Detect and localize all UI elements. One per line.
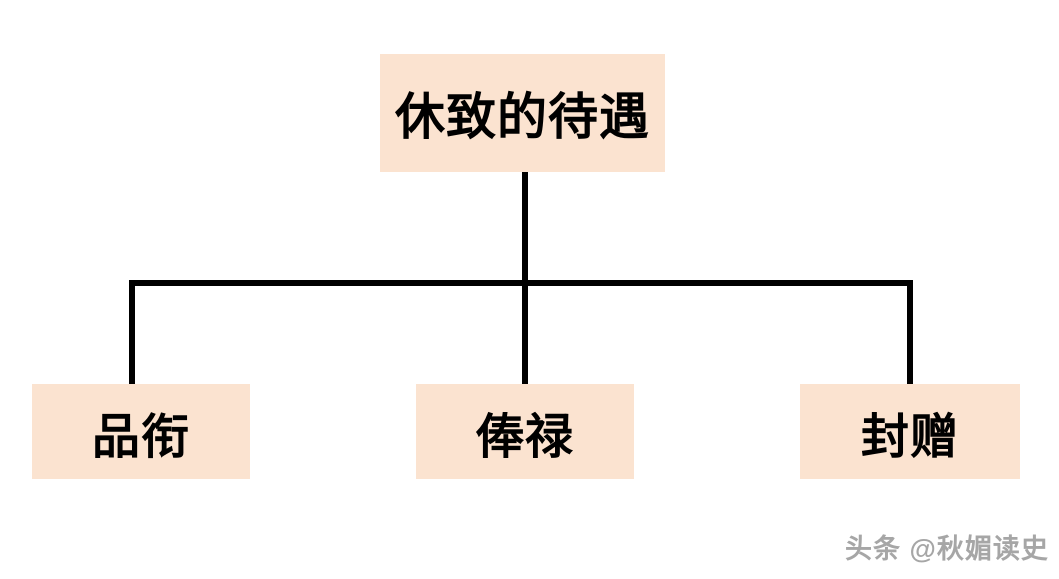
node-child-fengzeng: 封赠	[800, 384, 1020, 479]
connector-drop-left	[129, 280, 135, 384]
connector-drop-center	[522, 280, 528, 384]
connector-root-stem	[522, 172, 528, 286]
node-child-fenglu: 俸禄	[416, 384, 634, 479]
connector-horizontal-bar	[129, 280, 913, 286]
watermark-text: 头条 @秋媚读史	[845, 534, 1049, 564]
node-child-pinxian: 品衔	[32, 384, 250, 479]
node-root: 休致的待遇	[380, 54, 665, 172]
connector-drop-right	[907, 280, 913, 384]
